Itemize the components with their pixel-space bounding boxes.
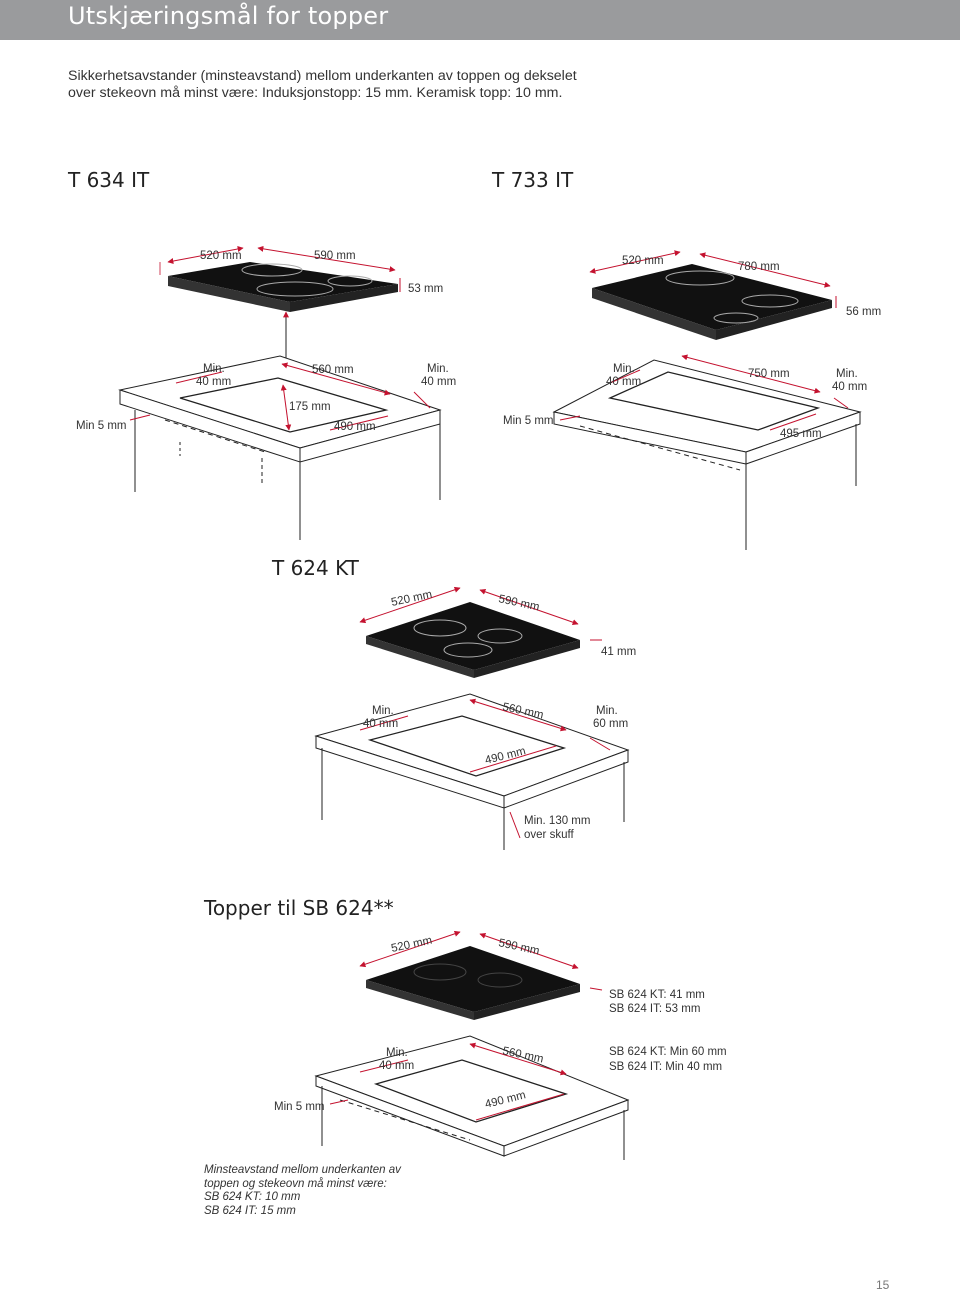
- t733-depth-label: 520 mm: [622, 255, 664, 267]
- t624-drawer-b: over skuff: [524, 829, 574, 841]
- clearance-note: Minsteavstand mellom underkanten av topp…: [204, 1164, 444, 1218]
- t733-min-left-a: Min.: [613, 363, 635, 375]
- model-title-sb624: Topper til SB 624**: [204, 896, 394, 920]
- note-line-4: SB 624 IT: 15 mm: [204, 1204, 296, 1217]
- t634-depth-label: 520 mm: [200, 250, 242, 262]
- model-title-t634: T 634 IT: [68, 168, 150, 192]
- t733-min-left-b: 40 mm: [606, 376, 641, 388]
- t733-cut-depth: 495 mm: [780, 428, 822, 440]
- t634-cut-width: 560 mm: [312, 364, 354, 376]
- t733-width-label: 780 mm: [738, 261, 780, 273]
- sb624-height-kt: SB 624 KT: 41 mm: [609, 989, 705, 1001]
- t624-height-label: 41 mm: [601, 646, 636, 658]
- t634-cut-depth: 490 mm: [334, 421, 376, 433]
- t634-min-front: Min 5 mm: [76, 420, 126, 432]
- intro-line-2: over stekeovn må minst være: Induksjonst…: [68, 85, 563, 101]
- t634-min-left-b: 40 mm: [196, 376, 231, 388]
- sb624-min-left-b: 40 mm: [379, 1060, 414, 1072]
- t733-cut-width: 750 mm: [748, 368, 790, 380]
- sb624-min-front: Min 5 mm: [274, 1101, 324, 1113]
- t624-depth-label: 520 mm: [390, 589, 433, 609]
- t624-min-left-a: Min.: [372, 705, 394, 717]
- page-title: Utskjæringsmål for topper: [68, 2, 389, 30]
- t733-height-label: 56 mm: [846, 306, 881, 318]
- t634-cooktop: [159, 245, 401, 400]
- t733-countertop: [552, 354, 862, 550]
- sb624-height-it: SB 624 IT: 53 mm: [609, 1003, 700, 1015]
- sb624-min-it: SB 624 IT: Min 40 mm: [609, 1061, 722, 1073]
- page-number: 15: [876, 1278, 890, 1292]
- note-line-3: SB 624 KT: 10 mm: [204, 1191, 301, 1203]
- t624-width-label: 590 mm: [497, 593, 540, 613]
- t624-drawer-a: Min. 130 mm: [524, 815, 590, 827]
- t624-min-right-b: 60 mm: [593, 718, 628, 730]
- intro-line-1: Sikkerhetsavstander (minsteavstand) mell…: [68, 68, 577, 84]
- t634-min-left-a: Min.: [203, 363, 225, 375]
- t733-cooktop: [589, 250, 837, 340]
- t733-min-front: Min 5 mm: [503, 415, 553, 427]
- page-header: Utskjæringsmål for topper: [0, 0, 960, 40]
- note-line-2: toppen og stekeovn må minst være:: [204, 1177, 387, 1190]
- t634-min-right-a: Min.: [427, 363, 449, 375]
- t733-min-right-b: 40 mm: [832, 381, 867, 393]
- t634-width-label: 590 mm: [314, 250, 356, 262]
- sb624-depth-label: 520 mm: [390, 935, 433, 955]
- model-title-t624: T 624 KT: [272, 556, 359, 580]
- t624-min-right-a: Min.: [596, 705, 618, 717]
- t733-min-right-a: Min.: [836, 368, 858, 380]
- t624-cooktop: [359, 586, 602, 678]
- t634-oven-gap: 175 mm: [289, 401, 331, 413]
- note-line-1: Minsteavstand mellom underkanten av: [204, 1164, 401, 1176]
- t624-countertop: [314, 693, 630, 850]
- t634-min-right-b: 40 mm: [421, 376, 456, 388]
- sb624-min-kt: SB 624 KT: Min 60 mm: [609, 1046, 727, 1058]
- sb624-cooktop: [359, 930, 603, 1020]
- model-title-t733: T 733 IT: [492, 168, 574, 192]
- t634-countertop: [118, 355, 442, 540]
- sb624-min-left-a: Min.: [386, 1047, 408, 1059]
- t624-min-left-b: 40 mm: [363, 718, 398, 730]
- t634-height-label: 53 mm: [408, 283, 443, 295]
- sb624-width-label: 590 mm: [497, 937, 540, 957]
- intro-text: Sikkerhetsavstander (minsteavstand) mell…: [68, 68, 668, 102]
- sb624-countertop: [314, 1035, 630, 1160]
